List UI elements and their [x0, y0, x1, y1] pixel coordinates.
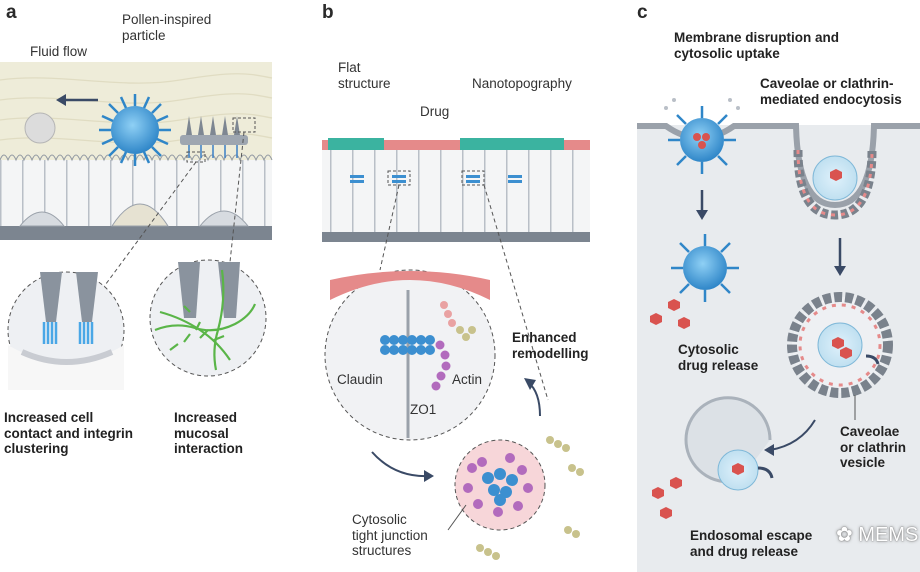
pollen-particle — [99, 94, 171, 166]
claudin-chain — [380, 335, 435, 355]
endosome — [684, 396, 774, 491]
tight-junction-zoom — [324, 269, 496, 441]
drug-layer — [322, 140, 590, 150]
basement-membrane — [0, 226, 272, 240]
integrin-zoom — [7, 271, 125, 390]
remodel-arrow-in — [371, 451, 431, 478]
nanopillar-device — [180, 116, 256, 163]
vesicle-label: Caveolae or clathrin vesicle — [840, 424, 907, 471]
panel-label-c: c — [637, 2, 648, 23]
fluid-flow-label: Fluid flow — [30, 44, 88, 59]
actin-chain — [440, 301, 456, 327]
membrane-disruption-label: Membrane disruption and cytosolic uptake — [674, 30, 840, 61]
zo1-chain — [431, 340, 451, 391]
wechat-icon: ✿ — [836, 524, 859, 546]
endosomal-escape-label: Endosomal escape and drug release — [690, 528, 813, 559]
panel-b — [322, 138, 590, 560]
nanotopography-label: Nanotopography — [472, 76, 572, 91]
coated-vesicle — [787, 292, 893, 398]
flat-structure-label: Flat structure — [338, 60, 391, 91]
integrin-caption: Increased cell contact and integrin clus… — [4, 410, 134, 457]
tight-junction-aggregate — [454, 439, 546, 531]
panel-a — [0, 62, 273, 390]
claudin-label: Claudin — [337, 372, 383, 387]
panel-label-a: a — [6, 2, 17, 23]
nanotopography — [460, 138, 564, 152]
flat-structure — [328, 138, 384, 152]
drug-label: Drug — [420, 104, 450, 119]
zo1-label: ZO1 — [410, 402, 437, 417]
enhanced-remodelling-label: Enhanced remodelling — [512, 330, 589, 361]
cytosolic-drug-release-label: Cytosolic drug release — [678, 342, 759, 373]
endosomal-drug — [652, 477, 682, 519]
endocytic-pit — [793, 149, 877, 220]
plasma-membrane-right — [780, 123, 920, 209]
panel-c — [637, 0, 920, 572]
panel-label-b: b — [322, 2, 334, 23]
cytosolic-tj-label: Cytosolic tight junction structures — [352, 512, 428, 559]
mucin-strands — [154, 269, 257, 371]
epithelium-b — [322, 150, 590, 238]
caveolae-endocytosis-label: Caveolae or clathrin- mediated endocytos… — [760, 76, 902, 107]
mucosal-caption: Increased mucosal interaction — [174, 410, 244, 457]
mucosal-zoom — [149, 259, 267, 377]
released-drug — [650, 299, 690, 329]
actin-fragments — [476, 436, 584, 560]
smooth-particle — [24, 112, 56, 144]
particle-uptake — [668, 106, 736, 174]
actin-label: Actin — [452, 372, 483, 387]
particle-released — [671, 234, 739, 302]
pollen-particle-label: Pollen-inspired particle — [122, 12, 212, 43]
watermark: ✿ MEMS — [836, 522, 918, 547]
watermark-text: MEMS — [858, 524, 919, 546]
